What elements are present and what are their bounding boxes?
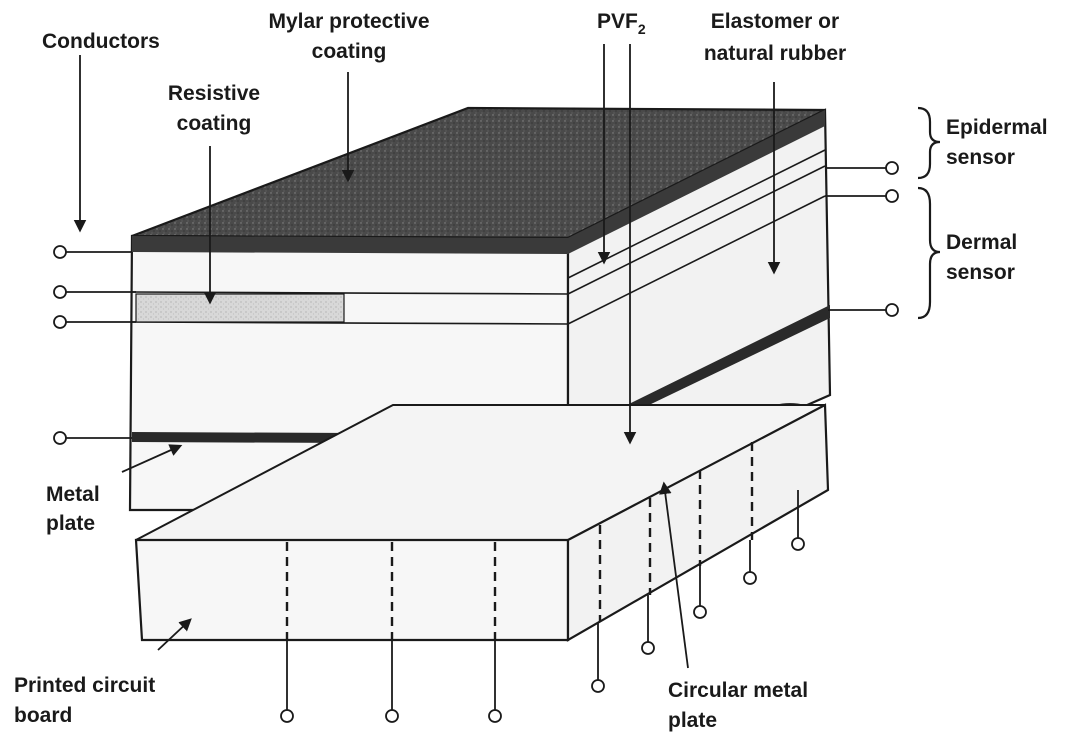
circular-plate-arrow xyxy=(659,481,689,669)
label-metal-plate-line1: Metal xyxy=(46,483,100,506)
label-epidermal-line2: sensor xyxy=(946,146,1015,169)
epidermal-brace xyxy=(917,106,941,180)
metal-plate-arrow xyxy=(121,444,183,473)
label-pvf2-subscript: 2 xyxy=(638,21,646,37)
label-elastomer-line2: natural rubber xyxy=(704,42,846,65)
label-epidermal-line1: Epidermal xyxy=(946,116,1048,139)
label-metal-plate-line2: plate xyxy=(46,512,95,535)
label-pcb-line2: board xyxy=(14,704,72,727)
pcb-side-face xyxy=(566,403,830,642)
label-pvf2: PVF2 xyxy=(597,10,646,37)
label-pvf2-main: PVF xyxy=(597,10,638,33)
right-conductors xyxy=(825,161,899,317)
left-conductors xyxy=(53,245,136,445)
label-dermal-line2: sensor xyxy=(946,261,1015,284)
label-mylar-line2: coating xyxy=(312,40,387,63)
label-conductors: Conductors xyxy=(42,30,160,53)
label-elastomer-line1: Elastomer or xyxy=(711,10,839,33)
label-resistive-line2: coating xyxy=(177,112,252,135)
label-circular-line1: Circular metal xyxy=(668,679,808,702)
label-resistive-line1: Resistive xyxy=(168,82,260,105)
pcb-pins xyxy=(280,490,805,723)
dermal-brace xyxy=(917,186,941,320)
label-mylar-line1: Mylar protective xyxy=(268,10,429,33)
label-circular-line2: plate xyxy=(668,709,717,732)
pcb-front-face xyxy=(134,538,570,642)
label-dermal-line1: Dermal xyxy=(946,231,1017,254)
resistive-coating-strip xyxy=(135,293,345,323)
label-pcb-line1: Printed circuit xyxy=(14,674,155,697)
pcb-block xyxy=(134,403,830,642)
pcb-arrow xyxy=(157,618,192,651)
